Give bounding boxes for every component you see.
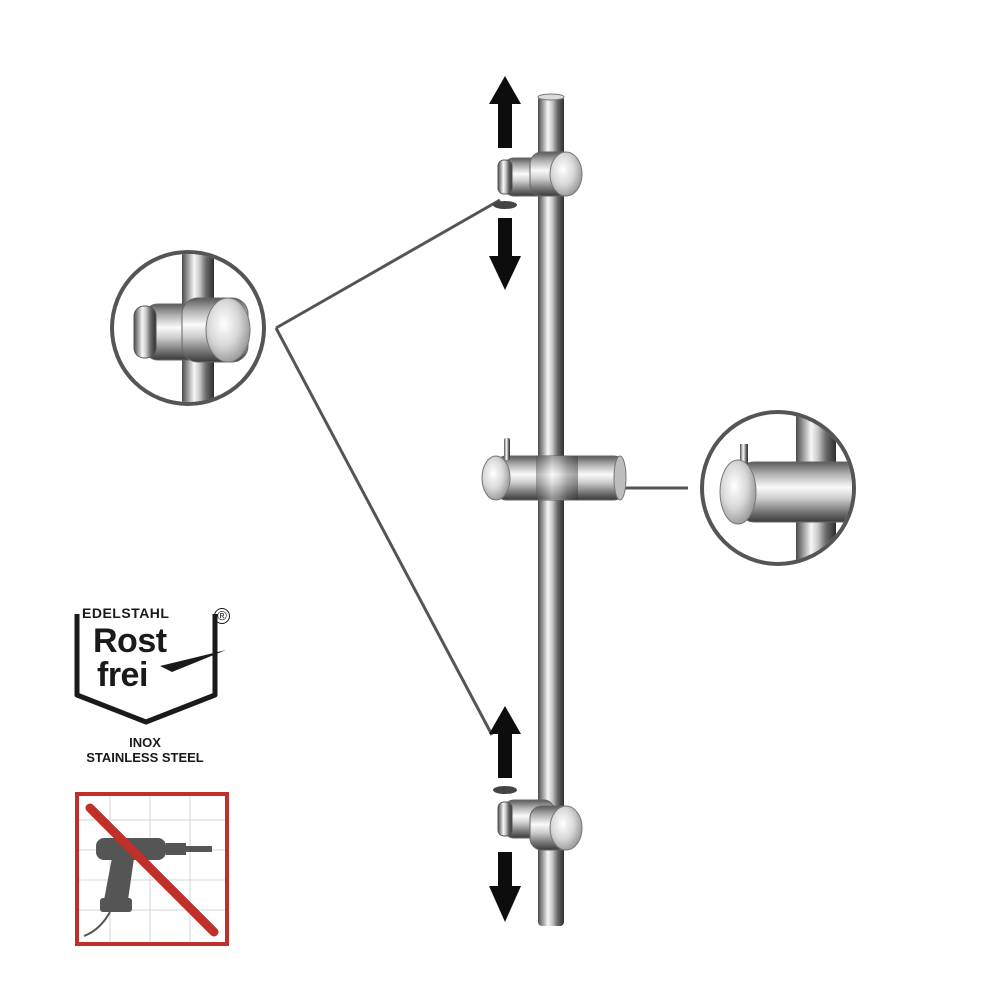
logo-sub-stainless-steel: STAINLESS STEEL bbox=[86, 750, 204, 765]
slider-holder bbox=[481, 438, 627, 501]
logo-word-frei: frei bbox=[97, 656, 148, 694]
bottom-up-arrow-icon bbox=[489, 706, 521, 778]
logo-top-text: EDELSTAHL bbox=[82, 605, 170, 621]
zoom-bracket-magnifier bbox=[110, 250, 266, 406]
registered-mark: ® bbox=[214, 608, 230, 624]
top-down-arrow-icon bbox=[489, 218, 521, 290]
callout-lines bbox=[274, 198, 688, 736]
bottom-bracket bbox=[493, 786, 583, 851]
logo-sub-inox: INOX bbox=[129, 735, 161, 750]
top-up-arrow-icon bbox=[489, 76, 521, 148]
no-drilling-icon bbox=[75, 792, 229, 946]
logo-word-rost: Rost bbox=[93, 622, 167, 660]
zoom-slider-magnifier bbox=[700, 410, 856, 566]
bottom-down-arrow-icon bbox=[489, 852, 521, 922]
top-bracket bbox=[493, 151, 583, 209]
rostfrei-logo-shield bbox=[74, 614, 226, 725]
rail bbox=[537, 93, 565, 926]
